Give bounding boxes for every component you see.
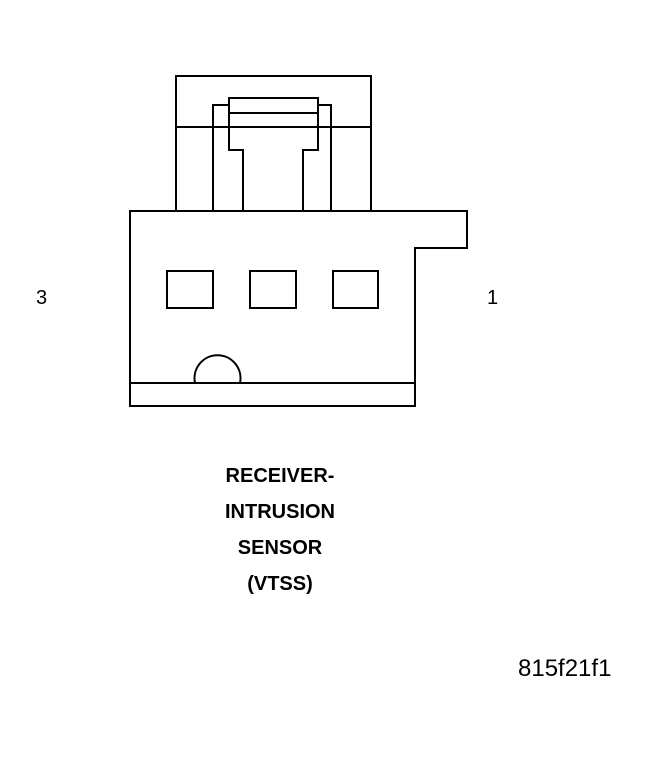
component-title: RECEIVER- INTRUSION SENSOR (VTSS) <box>180 458 380 602</box>
title-line: RECEIVER- <box>225 465 335 487</box>
pin-cavity-2 <box>249 270 297 309</box>
latch-inner-left <box>228 113 244 211</box>
connector-lock-tab <box>175 75 372 212</box>
connector-body <box>129 210 468 407</box>
pin-label-right: 1 <box>487 287 499 309</box>
pin-cavity-3 <box>166 270 214 309</box>
figure-id: 815f21f1 <box>518 655 612 682</box>
title-line: (VTSS) <box>247 573 313 595</box>
title-line: INTRUSION <box>225 501 335 523</box>
latch-inner-right <box>302 113 319 211</box>
title-line: SENSOR <box>237 537 323 559</box>
latch-slot <box>228 97 319 114</box>
latch-arm-left <box>212 104 229 211</box>
latch-arm-right <box>318 104 332 211</box>
polarizing-key <box>193 354 242 384</box>
pin-label-left: 3 <box>36 287 48 309</box>
pin-cavity-1 <box>332 270 379 309</box>
